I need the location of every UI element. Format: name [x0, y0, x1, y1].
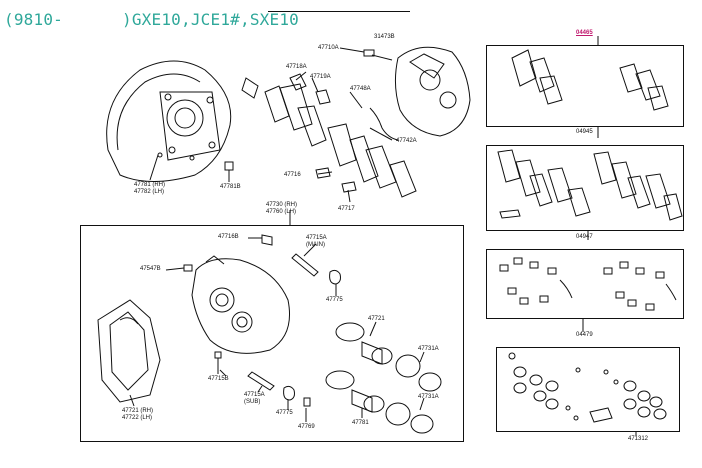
label-47715a-sub-tag: (SUB) — [244, 399, 261, 405]
caliper-body-drawing — [191, 255, 290, 354]
kit-label-471312[interactable]: 471312 — [628, 436, 649, 442]
label-47775-top[interactable]: 47775 — [326, 297, 343, 303]
label-47775-bot[interactable]: 47775 — [276, 410, 293, 416]
kit-label-04479[interactable]: 04479 — [576, 332, 593, 338]
mounting-bracket-drawing — [97, 299, 161, 403]
caliper-assembly-box — [80, 225, 464, 442]
label-47716[interactable]: 47716 — [284, 172, 301, 178]
kit-04479-drawing — [508, 352, 667, 423]
kit-04465-box[interactable] — [486, 45, 684, 127]
leader-lines — [165, 36, 637, 436]
label-47731a-bot[interactable]: 47731A — [418, 394, 439, 400]
kit-04945-drawing — [497, 149, 683, 221]
header-underline — [268, 11, 410, 12]
label-47718a[interactable]: 47718A — [286, 64, 307, 70]
dust-shield-drawing — [106, 60, 232, 182]
label-47781-bot[interactable]: 47781 — [352, 420, 369, 426]
label-47721[interactable]: 47721 (RH) — [122, 408, 154, 414]
label-47769[interactable]: 47769 — [298, 424, 315, 430]
kit-label-04945[interactable]: 04945 — [576, 129, 593, 135]
label-47719a[interactable]: 47719A — [310, 74, 331, 80]
label-31473b[interactable]: 31473B — [374, 34, 395, 40]
label-47781[interactable]: 47781 (RH) — [134, 182, 166, 188]
label-47715a-main[interactable]: 47715A — [306, 235, 327, 241]
model-range-header: (9810- )GXE10,JCE1#,SXE10 — [4, 10, 299, 29]
label-47742a[interactable]: 47742A — [396, 138, 417, 144]
label-47781b[interactable]: 47781B — [220, 184, 241, 190]
label-47715b[interactable]: 47715B — [208, 376, 229, 382]
label-47547b[interactable]: 47547B — [140, 266, 161, 272]
upper-pads-drawing — [241, 73, 417, 198]
kit-04945-box[interactable] — [486, 145, 684, 231]
kit-04465-drawing — [511, 49, 669, 111]
label-47717[interactable]: 47717 — [338, 206, 355, 212]
label-47710a[interactable]: 47710A — [318, 45, 339, 51]
label-47715a-sub[interactable]: 47715A — [244, 392, 265, 398]
pistons-seals-drawing — [325, 322, 442, 434]
label-47716b[interactable]: 47716B — [218, 234, 239, 240]
upper-caliper-drawing — [363, 46, 471, 137]
kit-04947-drawing — [499, 257, 677, 311]
label-47715a-main-tag: (MAIN) — [306, 242, 325, 248]
label-47730[interactable]: 47730 (RH) — [266, 202, 298, 208]
kit-04479-box[interactable] — [496, 347, 680, 432]
label-47748a[interactable]: 47748A — [350, 86, 371, 92]
label-47782[interactable]: 47782 (LH) — [134, 189, 165, 195]
label-47731a-top[interactable]: 47731A — [418, 346, 439, 352]
kit-label-04465[interactable]: 04465 — [576, 30, 593, 36]
kit-04947-box[interactable] — [486, 249, 684, 319]
label-47760[interactable]: 47760 (LH) — [266, 209, 297, 215]
kit-label-04947[interactable]: 04947 — [576, 234, 593, 240]
label-47721-top[interactable]: 47721 — [368, 316, 385, 322]
label-47722[interactable]: 47722 (LH) — [122, 415, 153, 421]
